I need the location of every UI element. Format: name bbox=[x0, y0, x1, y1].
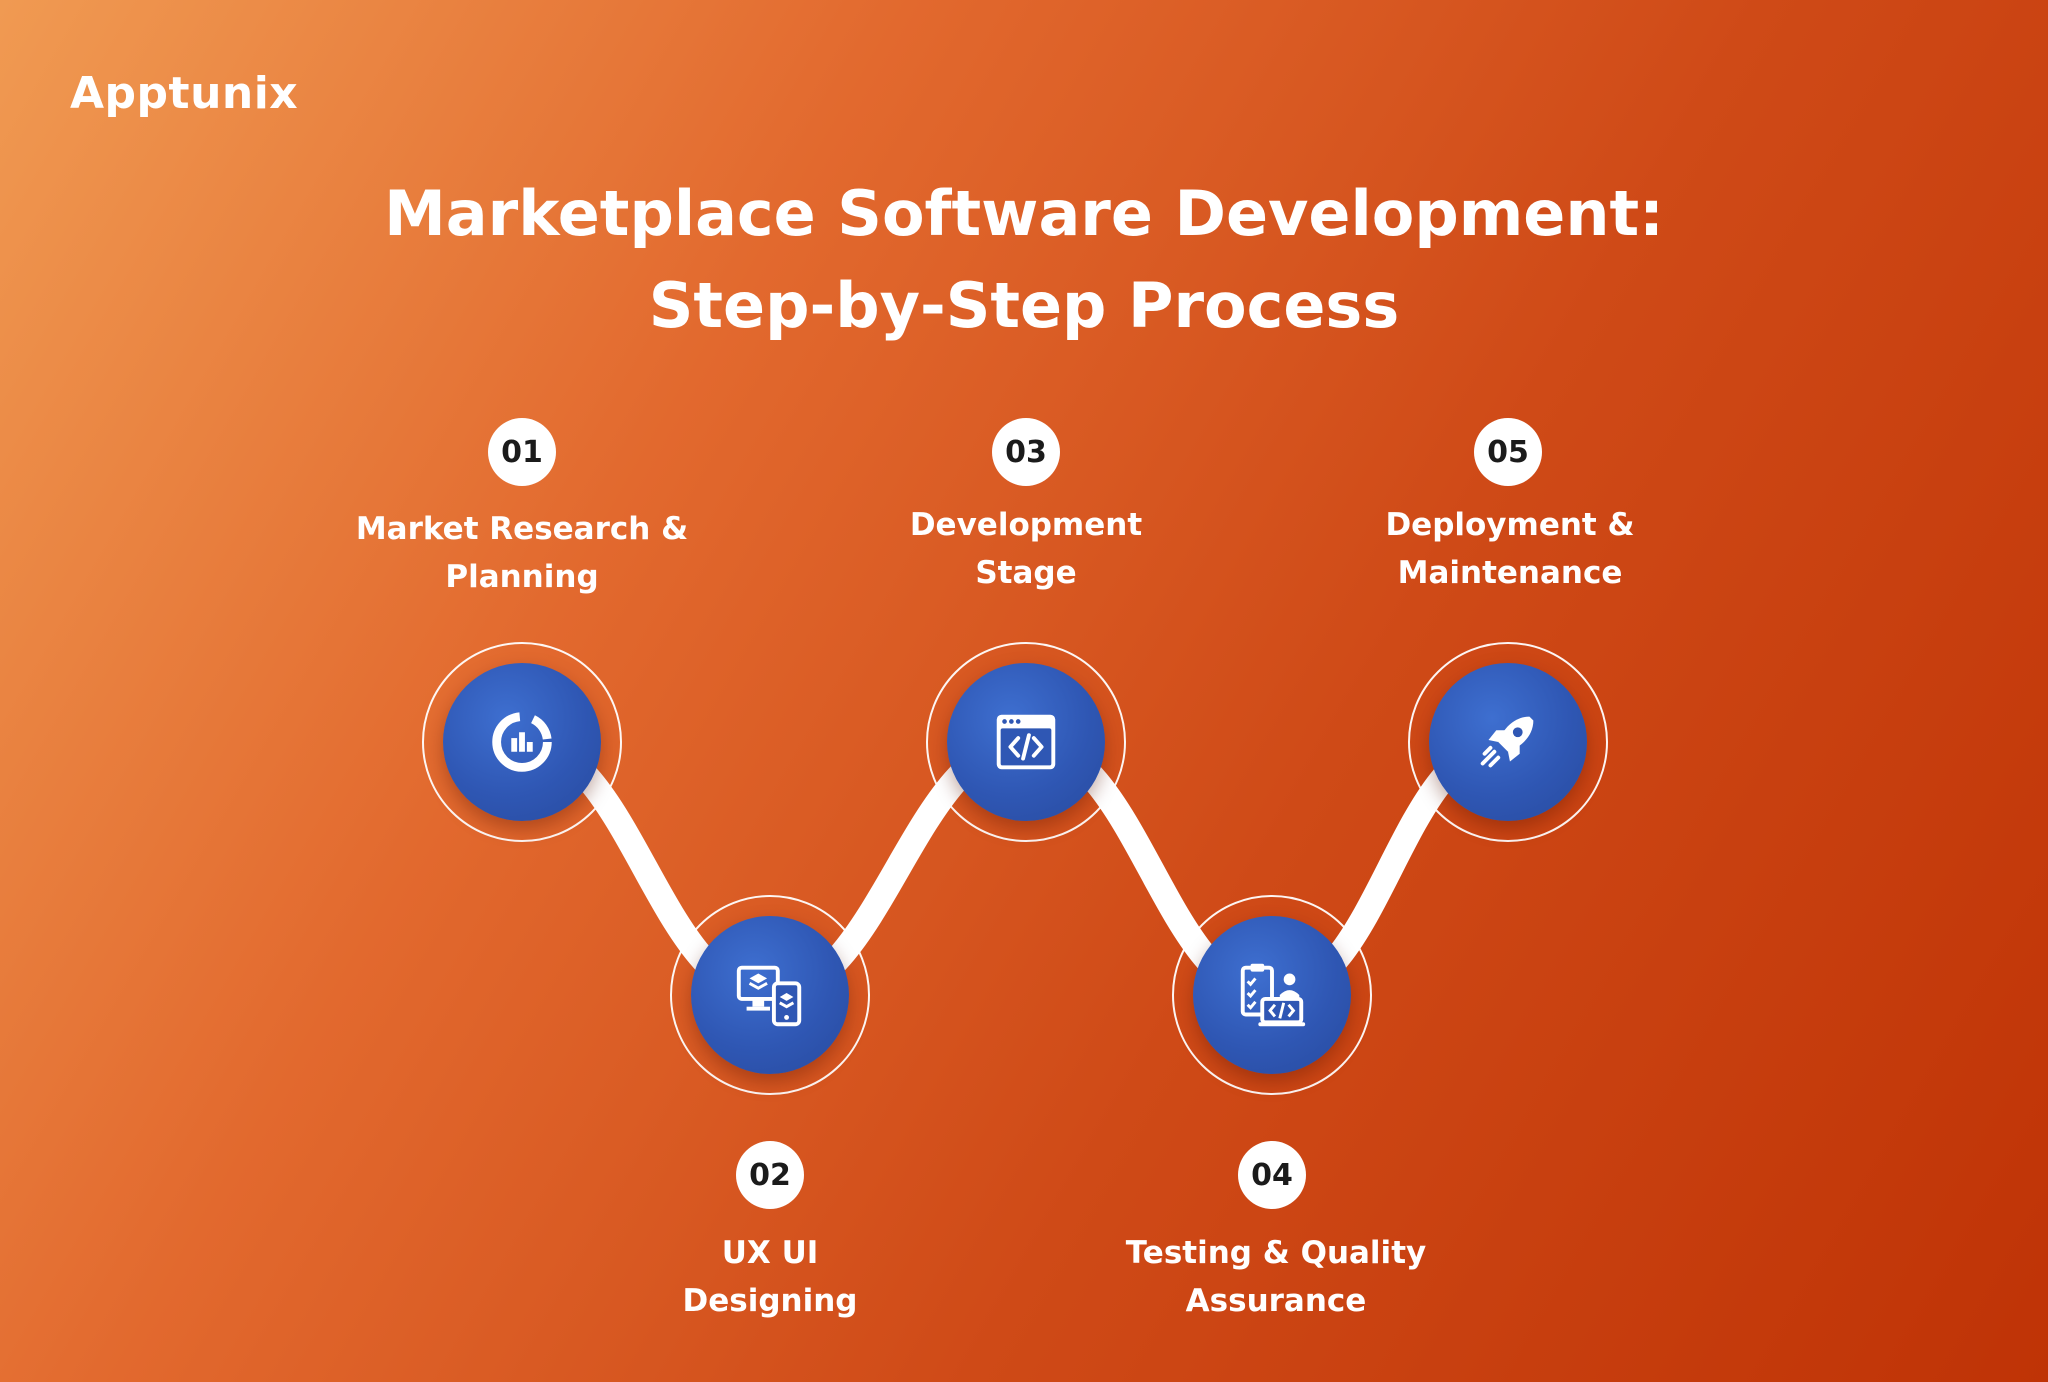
step-label-01: Market Research & Planning bbox=[355, 511, 689, 595]
step-number-05: 05 bbox=[1474, 418, 1542, 486]
step-number-02: 02 bbox=[736, 1141, 804, 1209]
step-node-02 bbox=[670, 895, 870, 1095]
title-line-2: Step-by-Step Process bbox=[648, 269, 1400, 342]
devices-design-icon bbox=[736, 965, 802, 1027]
step-number-01: 01 bbox=[488, 418, 556, 486]
rocket-icon bbox=[1480, 716, 1534, 768]
step-node-04 bbox=[1172, 895, 1372, 1095]
logo-text: Apptunix bbox=[70, 68, 299, 119]
step-node-01 bbox=[422, 642, 622, 842]
step-node-03 bbox=[926, 642, 1126, 842]
step-number-04: 04 bbox=[1238, 1141, 1306, 1209]
step-label-04: Testing & Quality Assurance bbox=[1125, 1235, 1427, 1319]
step-label-03: Development Stage bbox=[909, 507, 1143, 591]
analytics-chart-icon bbox=[492, 712, 552, 772]
step-node-05 bbox=[1408, 642, 1608, 842]
apptunix-logo: Apptunix bbox=[70, 72, 298, 116]
testing-checklist-icon bbox=[1240, 963, 1306, 1027]
code-window-icon bbox=[996, 714, 1056, 770]
page-title: Marketplace Software Development: Step-b… bbox=[0, 168, 2048, 352]
title-line-1: Marketplace Software Development: bbox=[384, 177, 1664, 250]
step-label-05: Deployment & Maintenance bbox=[1385, 507, 1635, 591]
step-label-02: UX UI Designing bbox=[682, 1235, 858, 1319]
step-number-03: 03 bbox=[992, 418, 1060, 486]
